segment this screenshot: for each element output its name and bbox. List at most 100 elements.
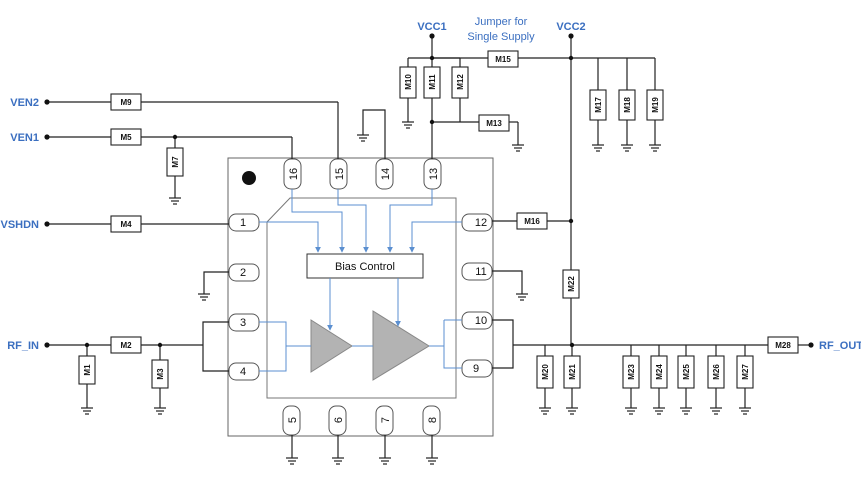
- component-label: M3: [156, 368, 165, 380]
- ground-icon: [566, 407, 578, 415]
- component-label: M17: [594, 97, 603, 113]
- component-M7[interactable]: M7: [166, 147, 184, 177]
- ground-icon: [539, 407, 551, 415]
- component-label: M21: [568, 364, 577, 380]
- ground-icon: [625, 407, 637, 415]
- component-M28[interactable]: M28: [767, 336, 799, 354]
- ground-icon: [512, 144, 524, 152]
- component-M9[interactable]: M9: [110, 93, 142, 111]
- jumper-note-line-1: Jumper for: [475, 16, 528, 28]
- component-M3[interactable]: M3: [151, 359, 169, 389]
- component-M20[interactable]: M20: [536, 355, 554, 389]
- pin-number: 16: [288, 168, 300, 180]
- component-M26[interactable]: M26: [707, 355, 725, 389]
- ground-icon: [710, 407, 722, 415]
- ground-symbols: [81, 121, 751, 465]
- pin-number: 8: [427, 417, 439, 423]
- component-label: M19: [651, 97, 660, 113]
- ic-package: [227, 157, 494, 437]
- pin-number: 4: [240, 366, 246, 378]
- pin-number: 6: [333, 417, 345, 423]
- component-label: M12: [456, 74, 465, 90]
- component-M5[interactable]: M5: [110, 128, 142, 146]
- pin1-marker: [242, 171, 256, 185]
- net-label-rf-in: RF_IN: [7, 340, 39, 352]
- ground-icon: [649, 144, 661, 152]
- component-M11[interactable]: M11: [423, 66, 441, 99]
- component-label: M18: [623, 97, 632, 113]
- bias-control-label: Bias Control: [335, 261, 395, 273]
- jumper-note-line-2: Single Supply: [467, 31, 535, 43]
- net-label-ven2: VEN2: [10, 97, 39, 109]
- component-label: M10: [404, 74, 413, 90]
- pin-number: 5: [287, 417, 299, 423]
- component-M12[interactable]: M12: [451, 66, 469, 99]
- net-label-ven1: VEN1: [10, 132, 39, 144]
- pin-number: 11: [475, 266, 486, 278]
- bias-control-block: [306, 253, 424, 279]
- pins: [228, 158, 493, 436]
- pin-number: 10: [475, 315, 487, 327]
- ground-icon: [739, 407, 751, 415]
- net-label-vshdn: VSHDN: [0, 219, 39, 231]
- ground-icon: [357, 134, 369, 142]
- component-label: M24: [655, 364, 664, 380]
- ground-icon: [653, 407, 665, 415]
- component-M10[interactable]: M10: [399, 66, 417, 99]
- component-M21[interactable]: M21: [563, 355, 581, 389]
- ground-icon: [81, 407, 93, 415]
- pin-number: 13: [428, 168, 440, 180]
- component-label: M16: [524, 217, 540, 226]
- net-label-vcc1: VCC1: [417, 21, 446, 33]
- component-M23[interactable]: M23: [622, 355, 640, 389]
- component-M13[interactable]: M13: [478, 114, 510, 132]
- net-label-rf-out: RF_OUT: [819, 340, 861, 352]
- pin-number: 15: [334, 168, 346, 180]
- pin-number: 7: [380, 417, 392, 423]
- component-M19[interactable]: M19: [646, 89, 664, 121]
- component-label: M13: [486, 119, 502, 128]
- component-label: M2: [120, 341, 132, 350]
- component-M24[interactable]: M24: [650, 355, 668, 389]
- component-label: M4: [120, 220, 132, 229]
- ground-icon: [680, 407, 692, 415]
- component-M1[interactable]: M1: [78, 355, 96, 385]
- ground-icon: [169, 197, 181, 205]
- die-outline: [266, 197, 457, 399]
- ground-icon: [516, 293, 528, 301]
- component-label: M1: [83, 364, 92, 376]
- pin-number: 9: [473, 363, 479, 375]
- component-label: M25: [682, 364, 691, 380]
- ground-icon: [621, 144, 633, 152]
- pin-number: 12: [475, 217, 487, 229]
- component-label: M11: [428, 74, 437, 90]
- internal-signals: [259, 189, 462, 372]
- component-label: M5: [120, 133, 132, 142]
- component-M2[interactable]: M2: [110, 336, 142, 354]
- component-M4[interactable]: M4: [110, 215, 142, 233]
- component-M25[interactable]: M25: [677, 355, 695, 389]
- component-label: M9: [120, 98, 132, 107]
- pin-number: 14: [380, 168, 392, 180]
- ground-icon: [379, 457, 391, 465]
- ground-icon: [426, 457, 438, 465]
- component-M27[interactable]: M27: [736, 355, 754, 389]
- component-label: M20: [541, 364, 550, 380]
- component-label: M22: [567, 276, 576, 292]
- component-label: M27: [741, 364, 750, 380]
- ground-icon: [592, 144, 604, 152]
- component-label: M26: [712, 364, 721, 380]
- component-M16[interactable]: M16: [516, 212, 548, 230]
- component-M18[interactable]: M18: [618, 89, 636, 121]
- component-label: M28: [775, 341, 791, 350]
- component-label: M7: [171, 156, 180, 168]
- net-label-vcc2: VCC2: [556, 21, 585, 33]
- component-M17[interactable]: M17: [589, 89, 607, 121]
- junctions: [44, 33, 814, 348]
- component-label: M15: [495, 55, 511, 64]
- component-M15[interactable]: M15: [487, 50, 519, 68]
- component-M22[interactable]: M22: [562, 269, 580, 299]
- ground-icon: [154, 407, 166, 415]
- component-label: M23: [627, 364, 636, 380]
